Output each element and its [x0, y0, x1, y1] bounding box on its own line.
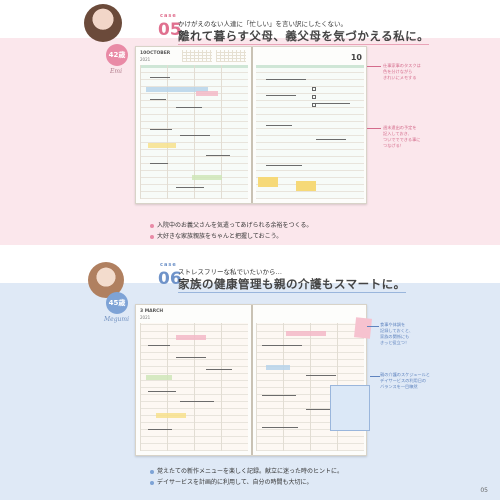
- age-badge: 45歳: [106, 292, 128, 314]
- sticky-note: [296, 181, 316, 191]
- page-number: 05: [480, 487, 488, 494]
- mini-calendar: [182, 50, 212, 62]
- case-label: case: [160, 13, 177, 19]
- checkbox: [312, 95, 316, 99]
- washi-tape: [196, 91, 218, 96]
- annotation-note: 食事や体調を 記録しておくと、 家族の関係にも きっと役立つ！: [380, 322, 414, 345]
- planner-month: 10OCTOBER: [140, 51, 171, 56]
- washi-tape: [146, 87, 208, 92]
- headline: 家族の健康管理も親の介護もスマートに。: [178, 277, 406, 293]
- planner-year: 2021: [140, 315, 151, 320]
- avatar-emi: [84, 4, 122, 42]
- case-06-section: [0, 245, 500, 500]
- checkbox: [312, 87, 316, 91]
- person-name: Emi: [110, 68, 122, 75]
- case-number: 06: [158, 269, 182, 289]
- mini-calendar: [216, 50, 246, 62]
- washi-tape: [146, 375, 172, 380]
- planner-spine: [251, 47, 253, 203]
- annotation-note: 親の介護のスケジュールと デイサービスの利用日の バランスを一目瞭然: [380, 372, 430, 389]
- case-label: case: [160, 262, 177, 268]
- lead-text: かけがえのない人達に「忙しい」を言い訳にしたくない。: [178, 20, 347, 28]
- washi-tape: [192, 175, 222, 180]
- lead-text: ストレスフリーな私でいたいから…: [178, 268, 282, 276]
- headline: 離れて暮らす父母、義父母を気づかえる私に。: [178, 29, 430, 45]
- annotation-note: 仕事家事のタスクは 色を分けながら きれいにメモする: [383, 63, 421, 80]
- planner-right-page: [256, 65, 364, 199]
- washi-tape: [148, 143, 176, 148]
- washi-tape: [156, 413, 186, 418]
- planner-left-page: [140, 323, 248, 451]
- washi-tape: [176, 335, 206, 340]
- planner-month: 3 MARCH: [140, 309, 164, 314]
- age-badge: 42歳: [106, 44, 128, 66]
- washi-tape: [286, 331, 326, 336]
- annotation-note: 週末遠出の予定を 記入しておき、 ついででできる事に つなげる！: [383, 125, 421, 148]
- washi-tape: [266, 365, 290, 370]
- checkbox: [312, 103, 316, 107]
- planner-day-number: 10: [350, 53, 362, 62]
- bullet-point: 覚えたての新作メニューを楽しく記録。献立に迷った時のヒントに。: [150, 466, 343, 475]
- planner-year: 2021: [140, 57, 151, 62]
- planner-spread: 3 MARCH 2021: [135, 304, 367, 456]
- bullet-point: 入院中のお義父さんを気遣ってあげられる余裕をつくる。: [150, 220, 312, 229]
- sticky-note: [258, 177, 278, 187]
- person-name: Megumi: [104, 316, 130, 323]
- sticky-note: [330, 385, 370, 431]
- sticky-note: [353, 317, 373, 339]
- planner-spread: 10OCTOBER 2021 10: [135, 46, 367, 204]
- bullet-point: デイサービスを計画的に利用して、自分の時間も大切に。: [150, 477, 313, 486]
- bullet-point: 大好きな家族親族をちゃんと把握しておこう。: [150, 231, 282, 240]
- planner-spine: [251, 305, 253, 455]
- case-number: 05: [158, 20, 182, 40]
